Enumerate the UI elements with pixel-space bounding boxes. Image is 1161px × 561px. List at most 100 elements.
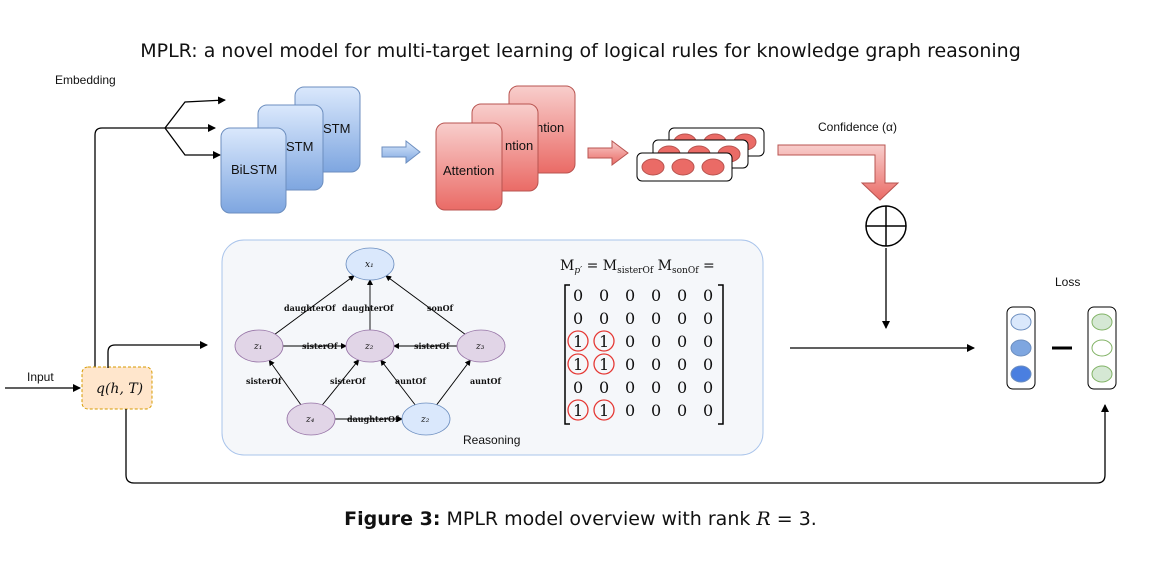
target-cell-3 [1091, 365, 1113, 383]
matrix-cell: 1 [599, 355, 609, 374]
matrix-highlight [567, 330, 589, 352]
matrix-highlight [567, 353, 589, 375]
matrix-cell: 0 [703, 401, 713, 420]
graph-node-label: z₂ [364, 342, 374, 352]
attention-layer-3-label: ntion [536, 120, 564, 135]
confidence-cell [701, 158, 725, 176]
matrix-cell: 0 [625, 355, 635, 374]
query-box [81, 366, 153, 410]
matrix-cell: 0 [625, 286, 635, 305]
matrix-highlight [593, 330, 615, 352]
matrix-cell: 0 [703, 378, 713, 397]
matrix-cell: 0 [651, 378, 661, 397]
target-cell-2 [1091, 339, 1113, 357]
prediction-cell-2 [1010, 339, 1032, 357]
caption-rank-symbol: R [756, 508, 771, 530]
embedding-arrow-bottom [164, 127, 221, 159]
attention-layer-1-label: Attention [443, 163, 494, 178]
bilstm-layer-3-label: STM [323, 121, 350, 136]
blue-flow-arrow [381, 139, 421, 165]
graph-edge-label: sisterOf [246, 376, 282, 386]
embedding-arrow-top [164, 96, 226, 129]
matrix-cell: 0 [703, 355, 713, 374]
matrix-highlight [593, 353, 615, 375]
graph-edge-label: auntOf [470, 376, 501, 386]
matrix-equation: Mp′ = MsisterOf MsonOf = [560, 258, 715, 276]
confidence-cell [671, 158, 695, 176]
bilstm-stack: STM STM BiLSTM [220, 86, 361, 214]
graph-node-label: z₁ [253, 342, 262, 352]
matrix-left-bracket [564, 284, 570, 425]
matrix-highlight [593, 399, 615, 421]
matrix-highlight [567, 399, 589, 421]
matrix-cell: 1 [573, 401, 583, 420]
graph-edge-label: sisterOf [414, 341, 450, 351]
matrix-cell: 0 [703, 332, 713, 351]
matrix-cell: 0 [703, 286, 713, 305]
graph-edge-label: auntOf [395, 376, 426, 386]
graph-edge [268, 359, 302, 405]
matrix-cell: 0 [677, 332, 687, 351]
matrix-cell: 0 [573, 309, 583, 328]
graph-node-label: z₂ [420, 415, 430, 425]
matrix-cell: 0 [677, 401, 687, 420]
query-to-reasoning-arrow [107, 341, 208, 368]
caption-label: Figure 3: [344, 508, 441, 530]
figure-caption: Figure 3: MPLR model overview with rank … [0, 508, 1161, 530]
attention-stack: ntion ntion Attention [435, 85, 576, 211]
graph-node-x1 [345, 247, 395, 281]
confidence-cell [641, 158, 665, 176]
matrix-cell: 0 [677, 378, 687, 397]
red-flow-arrow [587, 140, 629, 166]
figure-title: MPLR: a novel model for multi-target lea… [140, 40, 1021, 62]
matrix-cell: 1 [599, 332, 609, 351]
matrix-cell: 0 [651, 286, 661, 305]
matrix-cell: 0 [599, 309, 609, 328]
graph-node-z1 [234, 329, 284, 363]
graph-node-z4 [286, 402, 336, 436]
loss-label: Loss [1055, 275, 1080, 289]
matrix-cell: 0 [677, 355, 687, 374]
reasoning-label: Reasoning [463, 433, 520, 447]
caption-text: MPLR model overview with rank [440, 508, 757, 530]
input-label: Input [27, 370, 54, 384]
confidence-label: Confidence (α) [818, 120, 897, 134]
matrix-cell: 1 [599, 401, 609, 420]
matrix-cell: 0 [651, 355, 661, 374]
attention-layer-1 [435, 122, 503, 211]
matrix-cell: 0 [573, 286, 583, 305]
matrix-cell: 0 [599, 286, 609, 305]
graph-node-z2 [345, 329, 395, 363]
graph-edge [385, 275, 466, 335]
graph-node-z5 [401, 402, 451, 436]
graph-edge-label: daughterOf [284, 303, 336, 313]
matrix-cell: 0 [625, 401, 635, 420]
graph-edge-label: daughterOf [347, 414, 399, 424]
graph-node-z3 [456, 329, 506, 363]
bilstm-layer-2-label: STM [286, 139, 313, 154]
oplus-node [865, 205, 907, 247]
matrix-cell: 0 [625, 378, 635, 397]
query-to-loss-arrow [125, 404, 1109, 484]
caption-rank-eq: = 3. [770, 508, 817, 530]
graph-node-label: x₁ [365, 260, 374, 270]
graph-edge-label: sisterOf [330, 376, 366, 386]
graph-edge [274, 275, 355, 335]
graph-edge-label: sonOf [427, 303, 454, 313]
graph-edge [322, 359, 360, 406]
matrix-cell: 1 [573, 355, 583, 374]
confidence-vectors [636, 127, 765, 182]
bilstm-layer-1 [220, 127, 287, 214]
attention-layer-2-label: ntion [505, 138, 533, 153]
bilstm-layer-1-label: BiLSTM [231, 162, 277, 177]
matrix-cell: 0 [651, 309, 661, 328]
matrix-cell: 0 [599, 378, 609, 397]
graph-node-label: z₄ [305, 415, 315, 425]
embedding-label: Embedding [55, 73, 116, 87]
confidence-arrow [777, 144, 900, 201]
graph-edge-label: sisterOf [302, 341, 338, 351]
matrix-cell: 0 [651, 401, 661, 420]
graph-edge [380, 359, 416, 406]
